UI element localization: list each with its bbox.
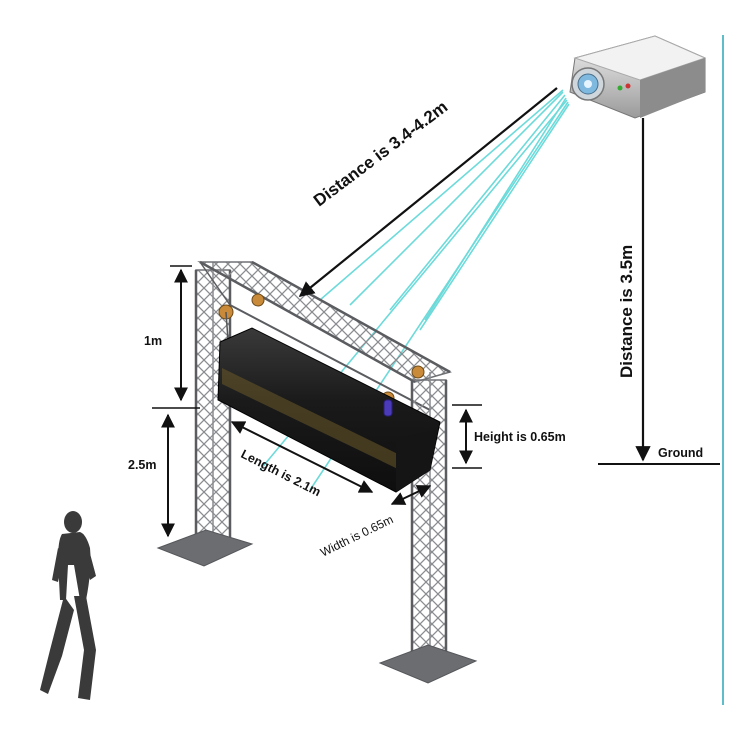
dim-arrow-length: [230, 421, 374, 493]
dim-arrow-projector: [298, 87, 558, 297]
label-1m: 1m: [144, 334, 163, 348]
chain-hoists: [218, 293, 425, 421]
truss-top-beam: [197, 260, 452, 411]
dim-arrow-width: [390, 485, 432, 505]
projector-light-beams: [259, 89, 570, 491]
label-2p5m: 2.5m: [128, 458, 157, 472]
truss-right-base: [378, 644, 478, 684]
label-ground: Ground: [658, 446, 704, 460]
label-distance-vertical: Distance is 3.5m: [617, 244, 636, 378]
person-icon: [40, 511, 96, 700]
label-height: Height is 0.65m: [474, 430, 566, 444]
truss-left-base: [156, 529, 254, 567]
projector-icon: [569, 35, 707, 119]
